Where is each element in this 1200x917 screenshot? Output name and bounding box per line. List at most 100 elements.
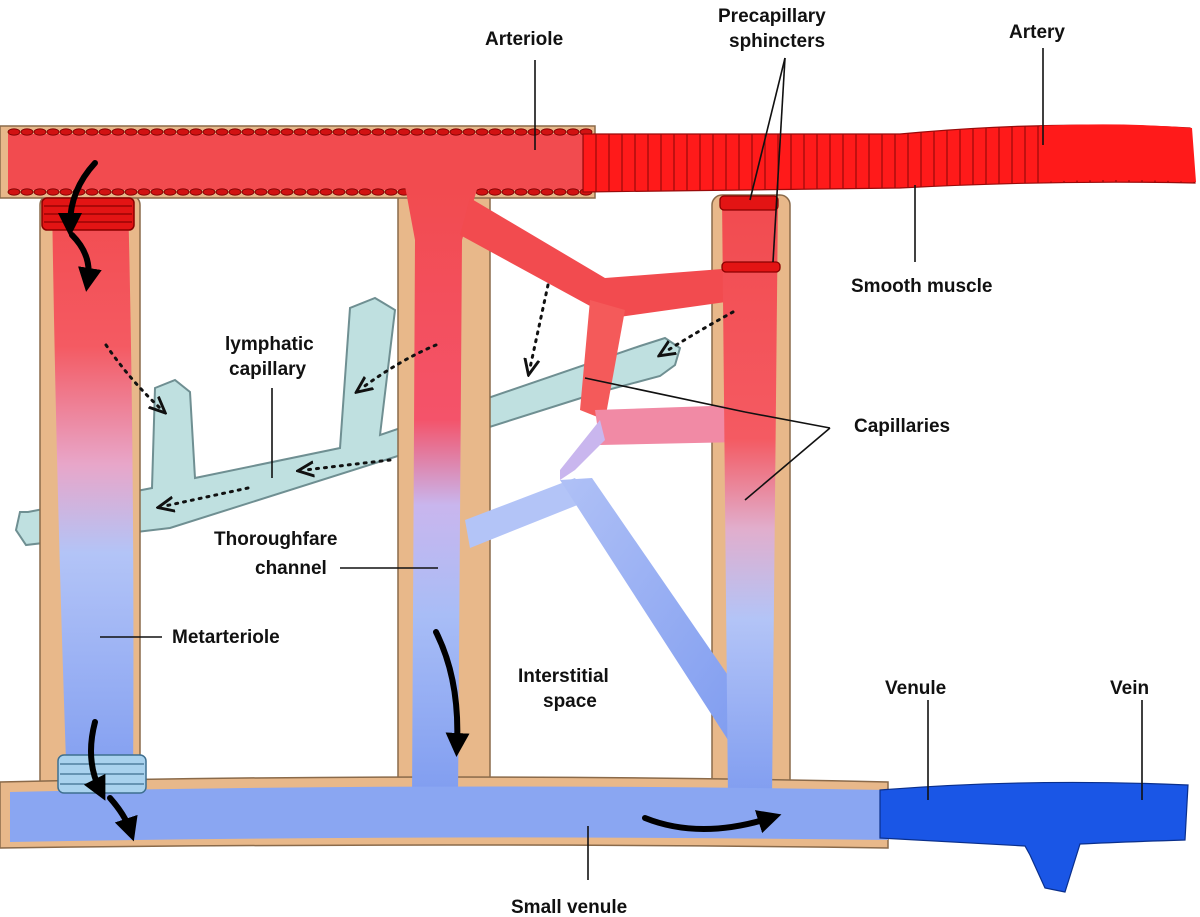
wall-bead [293,128,307,136]
diffusion-arrows [104,283,735,506]
label-smooth-muscle: Smooth muscle [851,276,992,297]
wall-bead [59,188,73,196]
wall-bead [137,128,151,136]
flow-arrow-1 [58,160,98,237]
wall-bead [462,128,476,136]
wall-bead [501,128,515,136]
wall-bead [384,128,398,136]
wall-bead [189,188,203,196]
label-lymphatic-line2: capillary [229,359,307,380]
wall-bead [475,188,489,196]
precapillary-sphincter-left [41,197,135,231]
wall-bead [293,188,307,196]
wall-bead [553,128,567,136]
wall-bead [514,188,528,196]
label-precapillary-line1: Precapillary [718,6,826,27]
small-venule [10,786,888,842]
diffusion-arrow-5 [305,458,392,470]
wall-bead [111,128,125,136]
flow-arrow-6 [642,810,782,834]
wall-bead [566,188,580,196]
wall-bead [20,188,34,196]
wall-bead [20,128,34,136]
wall-bead [306,188,320,196]
label-metarteriole: Metarteriole [172,627,280,648]
label-lymphatic-line1: lymphatic [225,334,314,355]
wall-bead [241,128,255,136]
wall-bead [241,188,255,196]
wall-bead [358,188,372,196]
wall-bead [189,128,203,136]
wall-bead [501,188,515,196]
vein [879,781,1189,893]
flow-arrow-2 [69,232,102,292]
capillary-network [460,198,745,740]
wall-bead [163,128,177,136]
wall-bead [72,128,86,136]
label-small-venule: Small venule [511,897,627,917]
artery-lumen [1040,124,1196,182]
wall-bead [280,188,294,196]
wall-bead [176,188,190,196]
label-precapillary-line2: sphincters [729,31,825,52]
wall-bead [46,188,60,196]
wall-bead [566,128,580,136]
wall-bead [332,188,346,196]
wall-bead [280,128,294,136]
wall-bead [33,188,47,196]
wall-bead [150,128,164,136]
wall-bead [384,188,398,196]
wall-bead [33,128,47,136]
wall-bead [488,128,502,136]
wall-bead [85,128,99,136]
wall-bead [488,188,502,196]
label-arteriole: Arteriole [485,29,563,50]
wall-bead [98,188,112,196]
wall-bead [306,128,320,136]
label-thoroughfare-line1: Thoroughfare [214,529,338,550]
label-interstitial-line2: space [543,691,597,712]
diffusion-arrow-6 [165,486,250,506]
wall-bead [527,128,541,136]
wall-bead [46,128,60,136]
wall-bead [150,188,164,196]
wall-bead [228,128,242,136]
wall-bead [176,128,190,136]
wall-bead [98,128,112,136]
flow-arrow-4 [107,795,138,842]
diffusion-arrow-3 [530,283,550,368]
wall-bead [254,128,268,136]
wall-bead [254,188,268,196]
wall-bead [228,188,242,196]
wall-bead [527,188,541,196]
label-vein: Vein [1110,678,1149,699]
wall-bead [436,128,450,136]
flow-arrow-5 [433,629,470,757]
diffusion-arrow-2 [362,343,438,388]
wall-bead [124,128,138,136]
wall-bead [85,188,99,196]
wall-bead [345,128,359,136]
wall-bead [215,128,229,136]
diffusion-arrow-4 [665,310,735,352]
right-capillary [722,198,778,800]
wall-bead [514,128,528,136]
wall-bead [202,128,216,136]
label-venule: Venule [885,678,946,699]
wall-bead [59,128,73,136]
arteriole [8,134,585,190]
wall-bead [267,128,281,136]
wall-bead [319,188,333,196]
wall-bead [7,188,21,196]
wall-bead [423,128,437,136]
metarteriole [52,198,134,790]
wall-bead [319,128,333,136]
precapillary-sphincter-right [719,195,781,273]
wall-bead [137,188,151,196]
wall-bead [345,188,359,196]
wall-bead [124,188,138,196]
diffusion-arrow-1 [104,343,160,408]
wall-bead [215,188,229,196]
thoroughfare-channel [405,186,478,800]
wall-bead [540,128,554,136]
